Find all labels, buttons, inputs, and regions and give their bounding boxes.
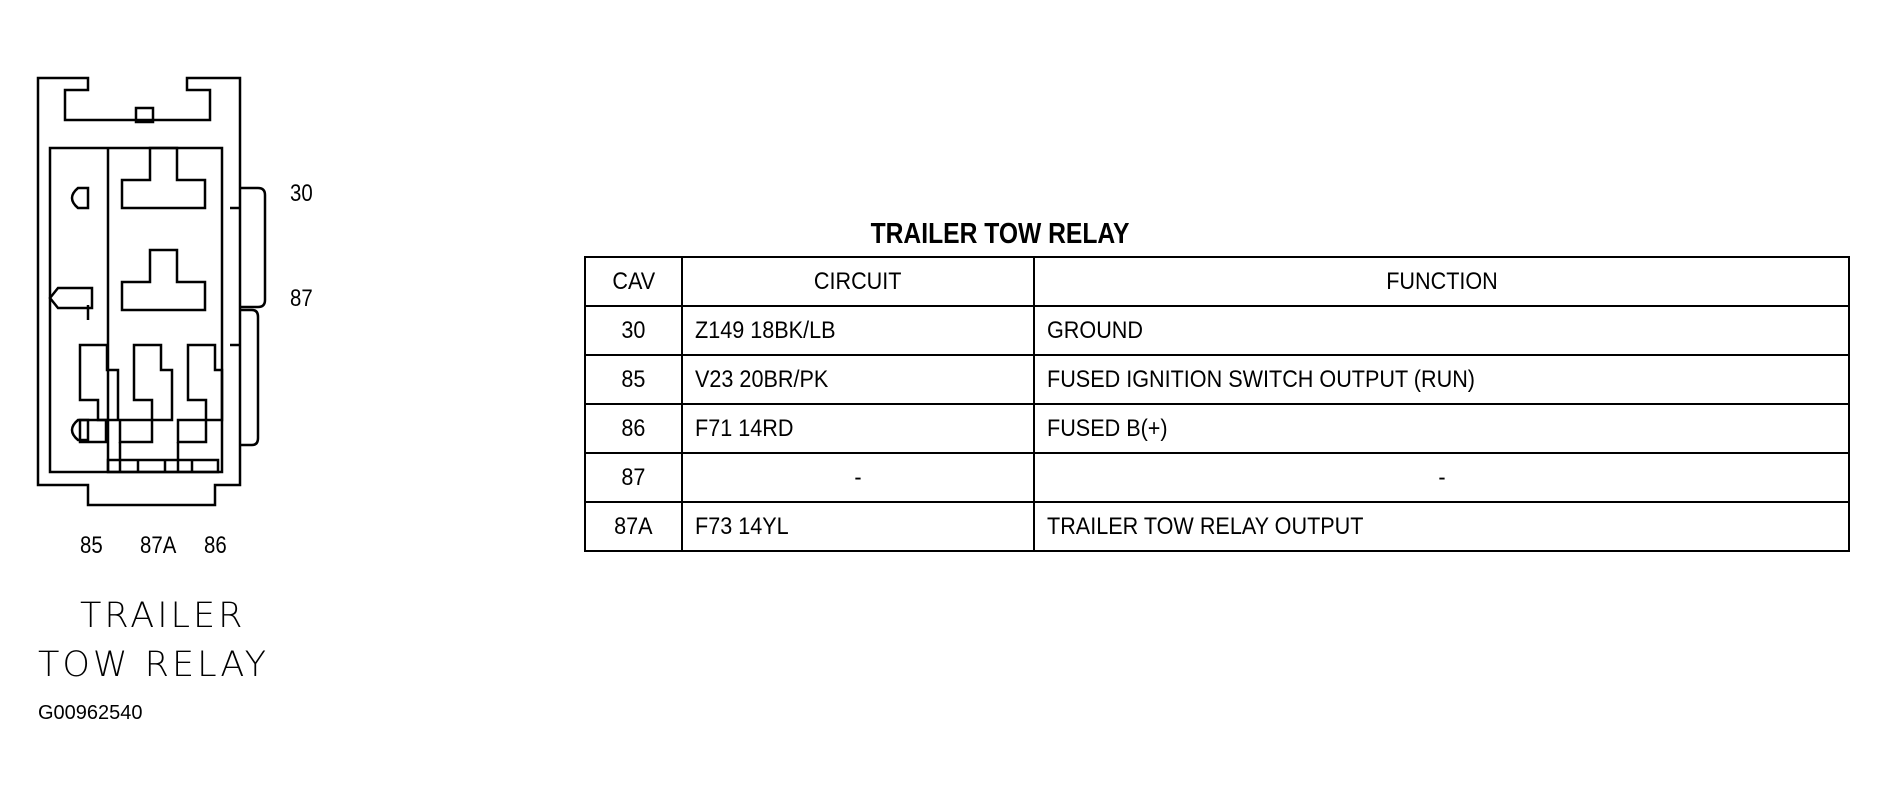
terminal-87 — [120, 248, 207, 312]
header-circuit: CIRCUIT — [681, 256, 1035, 307]
table-header-row: CAV CIRCUIT FUNCTION — [584, 256, 1850, 307]
pin-label-30: 30 — [290, 180, 313, 207]
cell-circuit: - — [681, 452, 1035, 503]
left-latch-lower — [70, 418, 90, 442]
table-row: 87A F73 14YL TRAILER TOW RELAY OUTPUT — [584, 501, 1850, 552]
table-row: 85 V23 20BR/PK FUSED IGNITION SWITCH OUT… — [584, 354, 1850, 405]
cell-circuit: F73 14YL — [681, 501, 1035, 552]
cell-function: FUSED IGNITION SWITCH OUTPUT (RUN) — [1033, 354, 1850, 405]
connector-latch — [134, 106, 155, 124]
terminal-85 — [78, 343, 120, 422]
pin-label-87: 87 — [290, 285, 313, 312]
terminal-86 — [186, 343, 224, 422]
cell-cav: 86 — [584, 403, 683, 454]
terminal-87a — [132, 343, 174, 422]
connector-foot — [106, 458, 220, 474]
wire-loop-30 — [240, 186, 267, 309]
connector-caption-line2: TOW RELAY — [38, 645, 270, 685]
pin-label-85: 85 — [80, 532, 103, 559]
cell-cav: 30 — [584, 305, 683, 356]
table-row: 30 Z149 18BK/LB GROUND — [584, 305, 1850, 356]
cell-circuit: V23 20BR/PK — [681, 354, 1035, 405]
terminal-30 — [120, 146, 207, 210]
pin-label-86: 86 — [204, 532, 227, 559]
cell-function: GROUND — [1033, 305, 1850, 356]
cavity-table: CAV CIRCUIT FUNCTION 30 Z149 18BK/LB GRO… — [584, 256, 1850, 552]
pin-label-87a: 87A — [140, 532, 177, 559]
cell-cav: 87 — [584, 452, 683, 503]
left-latch-middle — [48, 286, 94, 310]
cell-circuit: Z149 18BK/LB — [681, 305, 1035, 356]
connector-caption-line1: TRAILER — [80, 596, 246, 636]
cell-function: TRAILER TOW RELAY OUTPUT — [1033, 501, 1850, 552]
table-row: 87 - - — [584, 452, 1850, 503]
cell-function: - — [1033, 452, 1850, 503]
left-latch-upper — [70, 186, 90, 210]
cell-function: FUSED B(+) — [1033, 403, 1850, 454]
table-row: 86 F71 14RD FUSED B(+) — [584, 403, 1850, 454]
wire-loop-86 — [240, 308, 260, 447]
cell-circuit: F71 14RD — [681, 403, 1035, 454]
table-title: TRAILER TOW RELAY — [870, 218, 1130, 250]
header-function: FUNCTION — [1033, 256, 1850, 307]
connector-housing-outline — [36, 76, 242, 507]
relay-connector-drawing — [36, 76, 267, 507]
header-cav: CAV — [584, 256, 683, 307]
figure-id: G00962540 — [38, 702, 143, 724]
cell-cav: 85 — [584, 354, 683, 405]
cell-cav: 87A — [584, 501, 683, 552]
